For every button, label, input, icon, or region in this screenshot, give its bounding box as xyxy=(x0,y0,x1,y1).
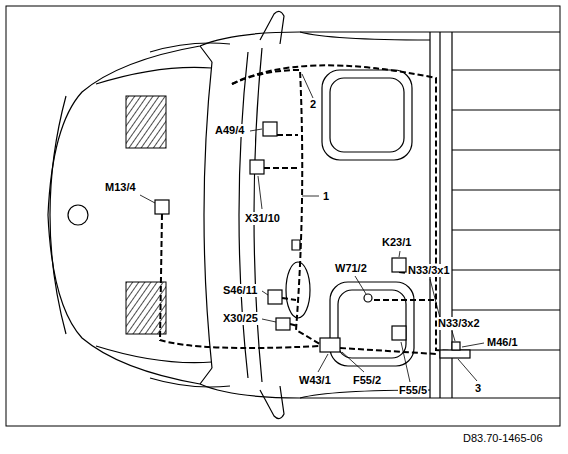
part-label: A49/4 xyxy=(214,124,245,137)
component-symbol xyxy=(155,122,470,358)
part-label: F55/5 xyxy=(398,384,428,397)
part-label: N33/3x1 xyxy=(407,264,451,277)
callout-number: 3 xyxy=(474,382,482,395)
frame xyxy=(6,6,560,426)
part-label: F55/2 xyxy=(352,374,382,387)
leader-line xyxy=(140,74,484,382)
wiring-harness xyxy=(160,65,470,354)
van-body xyxy=(48,11,560,418)
part-label: N33/3x2 xyxy=(437,317,481,330)
callout-number: 2 xyxy=(309,98,317,111)
part-label: S46/11 xyxy=(222,284,258,297)
part-label: M46/1 xyxy=(486,336,519,349)
part-label: W71/2 xyxy=(334,262,368,275)
part-label: K23/1 xyxy=(381,236,412,249)
part-label: W43/1 xyxy=(298,374,332,387)
part-label: M13/4 xyxy=(104,181,137,194)
part-label: X31/10 xyxy=(244,212,281,225)
part-label: X30/25 xyxy=(222,312,259,325)
drawing-code: D83.70-1465-06 xyxy=(462,432,544,445)
grille xyxy=(126,96,166,148)
callout-number: 1 xyxy=(322,190,330,203)
